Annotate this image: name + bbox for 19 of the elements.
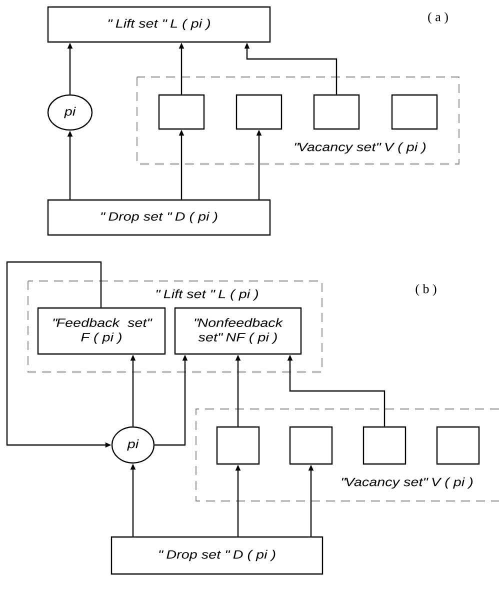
dashed-group-box: "Vacancy set" V ( pi ) (196, 408, 499, 502)
labeled-box: "Feedback set" F ( pi ) (37, 307, 166, 355)
panel-label: ( a ) (428, 12, 448, 24)
empty-box (313, 94, 360, 130)
empty-box (436, 426, 480, 465)
empty-box (391, 94, 438, 130)
empty-box (362, 426, 406, 465)
empty-box (216, 426, 260, 465)
labeled-box: " Drop set " D ( pi ) (47, 199, 271, 236)
ellipse-node: pi (47, 94, 93, 131)
labeled-box: "Nonfeedback set" NF ( pi ) (174, 307, 302, 355)
labeled-box: " Drop set " D ( pi ) (110, 536, 324, 575)
ellipse-node: pi (111, 426, 155, 464)
dashed-group-box: "Vacancy set" V ( pi ) (136, 76, 460, 164)
empty-box (289, 426, 333, 465)
labeled-box: " Lift set " L ( pi ) (47, 6, 271, 43)
empty-box (158, 94, 205, 130)
empty-box (236, 94, 282, 130)
panel-label: ( b ) (416, 284, 436, 296)
